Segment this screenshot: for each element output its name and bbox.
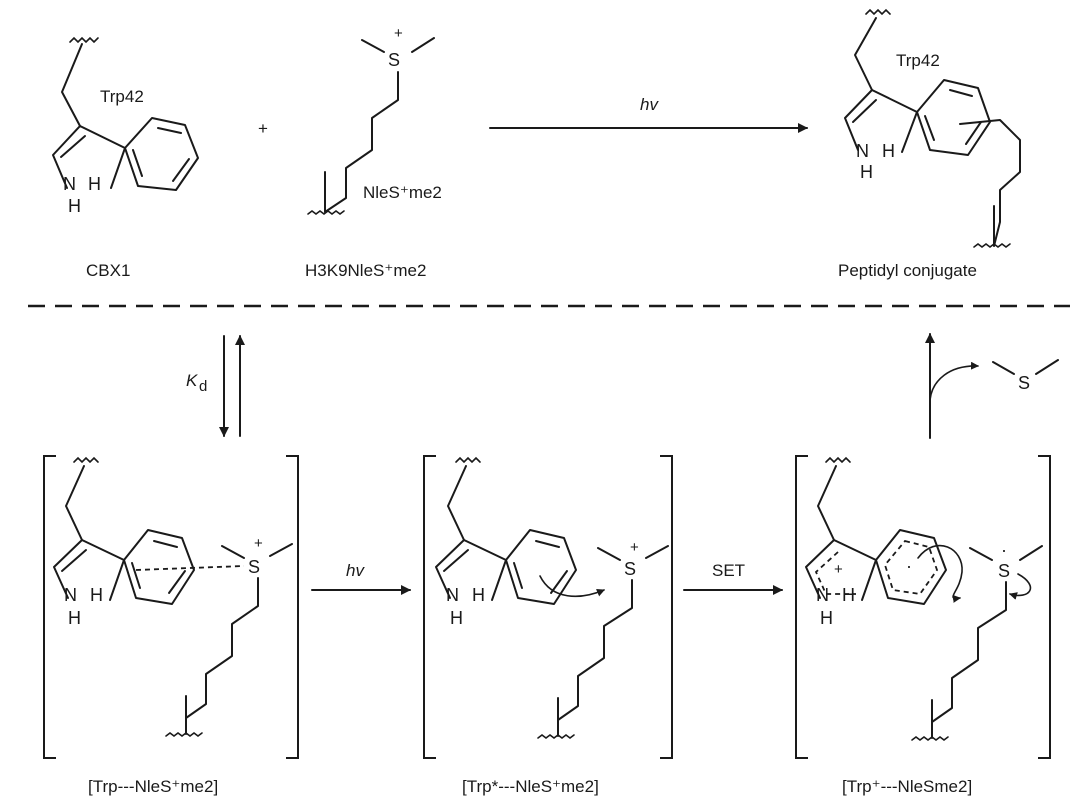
indole-h-atom: H (68, 196, 81, 216)
complex3-h-atom: H (842, 585, 855, 605)
complex3-ring-charge: + (834, 561, 843, 578)
product-n-atom: N (856, 141, 869, 161)
complex3-bracket-left (795, 455, 808, 759)
complex2-label: [Trp*---NleS⁺me2] (462, 777, 599, 796)
complex3-h-atom: H (820, 608, 833, 628)
product-structure (844, 8, 1021, 248)
complex2-s-charge: + (630, 539, 639, 556)
complex1-s-charge: + (254, 535, 263, 552)
reactant1-residue-label: Trp42 (100, 87, 144, 106)
kd-symbol: K (186, 371, 198, 390)
complex1-bracket-left (43, 455, 56, 759)
complex3-s-radical: · (1001, 540, 1007, 560)
complex2-structure (435, 456, 669, 739)
sulfonium-charge: + (394, 25, 403, 42)
reaction-arrow-label: hv (640, 95, 659, 114)
reactant2-name-label: H3K9NleS⁺me2 (305, 261, 426, 280)
complex2-bracket-right (660, 455, 673, 759)
plus-sign: + (258, 119, 268, 138)
complex2-h-atom: H (450, 608, 463, 628)
product-h-atom: H (882, 141, 895, 161)
complex2-h-atom: H (472, 585, 485, 605)
excitation-arrow-label: hv (346, 561, 365, 580)
complex3-structure (805, 456, 1043, 741)
kd-subscript: d (199, 378, 207, 395)
reactant1-name-label: CBX1 (86, 261, 130, 280)
complex1-h-atom: H (90, 585, 103, 605)
complex3-s-atom: S (998, 561, 1010, 581)
complex3-n-atom: N (816, 585, 829, 605)
product-residue-label: Trp42 (896, 51, 940, 70)
complex1-structure (53, 456, 293, 737)
complex2-s-atom: S (624, 559, 636, 579)
complex1-bracket-right (286, 455, 299, 759)
electron-transfer-arrow-label: SET (712, 561, 745, 580)
indole-n-atom: N (63, 174, 76, 194)
product-name-label: Peptidyl conjugate (838, 261, 977, 280)
product-h-atom: H (860, 162, 873, 182)
reactant2-residue-label: NleS⁺me2 (363, 183, 442, 202)
complex1-n-atom: N (64, 585, 77, 605)
dimethyl-sulfide-bonds (992, 359, 1059, 375)
leaving-group-arrow (929, 361, 979, 401)
indole-h-atom: H (88, 174, 101, 194)
dimethyl-sulfide-s-atom: S (1018, 373, 1030, 393)
complex1-label: [Trp---NleS⁺me2] (88, 777, 218, 796)
sulfonium-s-atom: S (388, 50, 400, 70)
complex1-h-atom: H (68, 608, 81, 628)
complex2-n-atom: N (446, 585, 459, 605)
complex1-s-atom: S (248, 557, 260, 577)
complex3-ring-radical: · (906, 556, 912, 576)
complex3-label: [Trp⁺---NleSme2] (842, 777, 972, 796)
nle-sme2-structure (307, 37, 435, 215)
complex2-bracket-left (423, 455, 436, 759)
complex3-bracket-right (1038, 455, 1051, 759)
trp42-structure (52, 36, 199, 191)
wavy-bond-mark (69, 36, 99, 44)
